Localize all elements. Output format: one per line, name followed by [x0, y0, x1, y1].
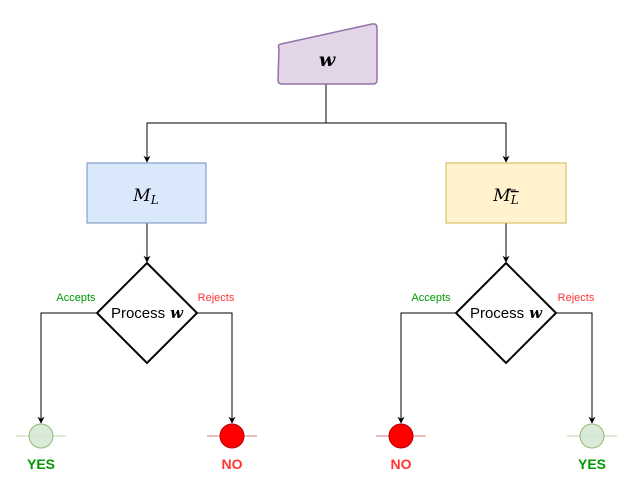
outcome-left-reject-dot: [219, 423, 245, 449]
input-label: w: [319, 49, 336, 71]
outcome-right-accept-label: NO: [391, 456, 412, 472]
decision-right: Process w Accepts Rejects: [411, 261, 595, 365]
decision-left-reject-label: Rejects: [198, 292, 235, 304]
connector-split-left-machine: [143, 122, 326, 163]
outcome-left-accept-dot: [28, 423, 54, 449]
decision-right-text: Process: [470, 305, 524, 322]
connectors: [37, 84, 596, 424]
connector-left-accept: [37, 312, 97, 424]
outcome-right-accept-dot: [388, 423, 414, 449]
decision-left: Process w Accepts Rejects: [56, 261, 235, 365]
connector-right-reject: [556, 312, 596, 424]
decision-left-label: Process w: [111, 304, 184, 322]
outcome-right-reject: YES: [567, 423, 617, 472]
decision-left-symbol: w: [170, 304, 184, 322]
machine-left-subscript: L: [150, 193, 159, 207]
outcome-left-reject-label: NO: [222, 456, 243, 472]
outcome-right-reject-dot: [579, 423, 605, 449]
decision-right-label: Process w: [470, 304, 543, 322]
decision-left-accept-label: Accepts: [56, 292, 96, 304]
machine-right-label: ML: [492, 186, 518, 207]
connector-right-accept: [397, 312, 456, 424]
machine-right-box: [445, 162, 567, 224]
outcome-left-accept: YES: [16, 423, 66, 472]
machine-right-symbol: M: [492, 186, 511, 206]
decision-left-diamond: [95, 261, 199, 365]
decision-left-text: Process: [111, 305, 165, 322]
input-shape: [277, 23, 378, 85]
machine-left: ML: [86, 162, 207, 224]
machine-left-box: [86, 162, 207, 224]
connector-split-right-machine: [326, 122, 510, 163]
decision-right-diamond: [454, 261, 558, 365]
connector-left-reject: [197, 312, 236, 424]
input-node: w: [277, 23, 378, 85]
machine-right: ML: [445, 162, 567, 224]
decision-right-symbol: w: [529, 304, 543, 322]
outcome-left-accept-label: YES: [27, 456, 55, 472]
outcome-left-reject: NO: [207, 423, 257, 472]
outcome-right-accept: NO: [376, 423, 426, 472]
machine-left-label: ML: [132, 186, 158, 207]
machine-right-subscript: L: [510, 193, 519, 207]
decision-right-accept-label: Accepts: [411, 292, 451, 304]
machine-left-symbol: M: [132, 186, 151, 206]
outcome-right-reject-label: YES: [578, 456, 606, 472]
decision-right-reject-label: Rejects: [558, 292, 595, 304]
